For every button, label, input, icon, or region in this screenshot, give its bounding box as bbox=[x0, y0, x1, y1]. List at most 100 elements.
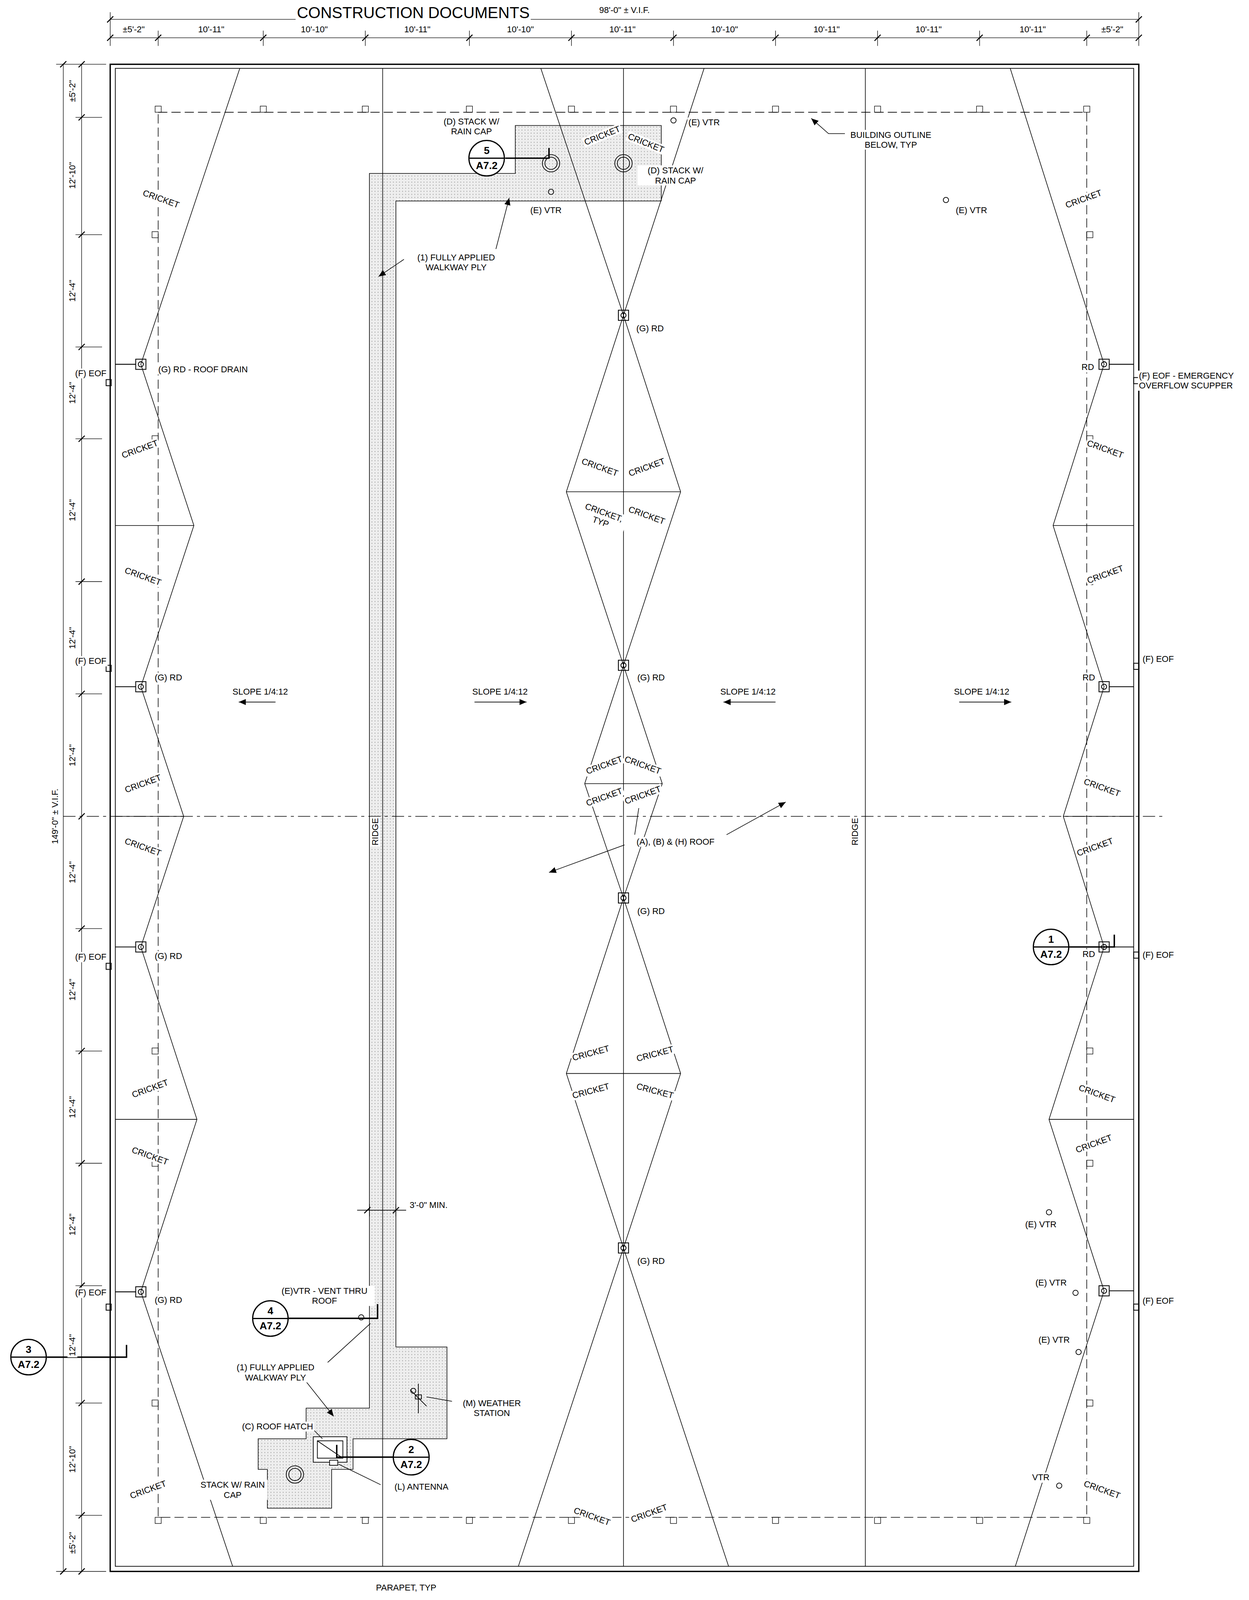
note-label: VTR bbox=[1031, 1472, 1051, 1483]
walkway bbox=[257, 125, 661, 1508]
cricket-label: CRICKET bbox=[626, 455, 668, 479]
cricket-label: CRICKET bbox=[122, 772, 164, 796]
cricket-label: CRICKET bbox=[129, 1076, 171, 1101]
note-label: (F) EOF bbox=[74, 1287, 108, 1298]
cricket-label: CRICKET bbox=[1063, 187, 1105, 211]
dimension-label: 12'-10" bbox=[67, 160, 78, 190]
dimension-label: 10'-11" bbox=[608, 24, 637, 35]
dimension-label: 10'-11" bbox=[812, 24, 841, 35]
cricket-label: CRICKET bbox=[140, 187, 182, 211]
note-label: (F) EOF bbox=[1141, 950, 1175, 960]
note-label: (G) RD bbox=[153, 1294, 184, 1305]
dimension-label: ±5'-2" bbox=[121, 24, 146, 35]
note-label: (F) EOF bbox=[1141, 653, 1175, 664]
dimension-lines bbox=[55, 12, 1142, 1574]
callout-number: 2 bbox=[408, 1443, 414, 1456]
section-callout: 5A7.2 bbox=[468, 139, 505, 177]
note-label: (1) FULLY APPLIED WALKWAY PLY bbox=[404, 252, 509, 273]
note-label: (E) VTR bbox=[687, 117, 721, 128]
cricket-label: CRICKET bbox=[118, 437, 161, 461]
note-label: (E) VTR bbox=[954, 205, 989, 216]
cricket-label: CRICKET, TYP bbox=[575, 499, 629, 535]
cricket-label: CRICKET bbox=[583, 753, 625, 777]
note-label: (G) RD bbox=[634, 323, 665, 334]
callout-divider bbox=[11, 1356, 46, 1358]
dimension-label: 12'-4" bbox=[67, 1094, 78, 1120]
parapet-inner bbox=[115, 68, 1134, 1567]
note-label: (G) RD bbox=[153, 950, 184, 961]
callout-divider bbox=[1033, 946, 1069, 948]
note-label: (E) VTR bbox=[528, 205, 563, 216]
cricket-label: CRICKET bbox=[1084, 562, 1126, 587]
dimension-label: 10'-11" bbox=[1018, 24, 1047, 35]
dimension-label: 149'-0" ± V.I.F. bbox=[50, 787, 60, 846]
section-callout: 2A7.2 bbox=[392, 1438, 430, 1476]
cricket-label: CRICKET bbox=[571, 1504, 613, 1528]
cricket-label: CRICKET bbox=[581, 123, 623, 149]
valley-line bbox=[623, 68, 624, 1567]
section-callout: 1A7.2 bbox=[1032, 928, 1070, 966]
cricket-label: CRICKET bbox=[569, 1042, 612, 1063]
cricket-label: CRICKET bbox=[569, 1080, 612, 1101]
dimension-label: 12'-4" bbox=[67, 625, 78, 650]
dimension-label: 12'-4" bbox=[67, 859, 78, 885]
dimension-label: 12'-4" bbox=[67, 742, 78, 768]
note-label: (G) RD bbox=[636, 672, 667, 683]
cricket-label: CRICKET bbox=[1081, 1477, 1123, 1502]
note-label: (M) WEATHER STATION bbox=[451, 1397, 532, 1418]
dimension-label: 10'-11" bbox=[196, 24, 226, 35]
parapet bbox=[110, 64, 1139, 1571]
dimension-label: 98'-0" ± V.I.F. bbox=[597, 5, 651, 15]
section-cut-lines bbox=[46, 148, 1115, 1457]
dimension-label: 12'-10" bbox=[67, 1443, 78, 1474]
note-label: (D) STACK W/ RAIN CAP bbox=[637, 165, 714, 186]
cricket-label: CRICKET bbox=[129, 1144, 171, 1168]
drawing-title: CONSTRUCTION DOCUMENTS bbox=[295, 3, 531, 22]
dimension-label: 12'-4" bbox=[67, 380, 78, 405]
roof-equipment bbox=[313, 1383, 427, 1465]
section-callout: 3A7.2 bbox=[10, 1338, 47, 1376]
note-label: (G) RD bbox=[636, 905, 667, 916]
note-label: RD bbox=[1080, 362, 1096, 373]
note-label: PARAPET, TYP bbox=[374, 1582, 438, 1593]
dimension-label: ±5'-2" bbox=[67, 1530, 78, 1555]
note-label: (G) RD bbox=[636, 1255, 667, 1266]
cricket-label: CRICKET bbox=[626, 503, 668, 527]
ridge-line bbox=[864, 68, 866, 1567]
slope-label: SLOPE 1/4:12 bbox=[471, 686, 529, 697]
cricket-label: CRICKET bbox=[628, 1501, 670, 1525]
callout-number: 4 bbox=[267, 1304, 273, 1317]
dimension-label: 10'-10" bbox=[709, 24, 739, 35]
dimension-label: 12'-4" bbox=[67, 278, 78, 303]
note-label: RD bbox=[1081, 948, 1097, 959]
dimension-label: 12'-4" bbox=[67, 977, 78, 1002]
cricket-lines bbox=[115, 68, 1134, 1567]
sheet-number: A7.2 bbox=[1040, 948, 1062, 960]
cricket-label: CRICKET bbox=[625, 130, 667, 156]
callout-divider bbox=[253, 1317, 288, 1319]
cricket-label: CRICKET bbox=[583, 785, 625, 809]
note-label: (F) EOF bbox=[74, 656, 108, 667]
ridge-label: RIDGE bbox=[370, 816, 381, 847]
dimension-label: ±5'-2" bbox=[1100, 24, 1125, 35]
note-label: (E)VTR - VENT THRU ROOF bbox=[274, 1285, 375, 1306]
dimension-label: 12'-4" bbox=[67, 1211, 78, 1237]
dimension-label: 12'-4" bbox=[67, 497, 78, 523]
cricket-label: CRICKET bbox=[122, 564, 164, 589]
cricket-label: CRICKET bbox=[622, 783, 664, 807]
callout-divider bbox=[393, 1456, 429, 1458]
note-label: (E) VTR bbox=[1037, 1334, 1071, 1345]
column-notches bbox=[152, 105, 1094, 1523]
note-label: (E) VTR bbox=[1034, 1277, 1068, 1288]
dimension-label: 12'-4" bbox=[67, 1332, 78, 1357]
cricket-label: CRICKET bbox=[127, 1477, 169, 1502]
note-label: (F) EOF bbox=[1141, 1295, 1175, 1306]
cricket-label: CRICKET bbox=[634, 1043, 676, 1064]
cricket-label: CRICKET bbox=[634, 1080, 676, 1101]
slope-label: SLOPE 1/4:12 bbox=[952, 686, 1011, 697]
dimension-label: 10'-11" bbox=[402, 24, 432, 35]
note-label: RD bbox=[1081, 672, 1097, 683]
slope-label: SLOPE 1/4:12 bbox=[231, 686, 290, 697]
cricket-label: CRICKET bbox=[1076, 1081, 1118, 1106]
